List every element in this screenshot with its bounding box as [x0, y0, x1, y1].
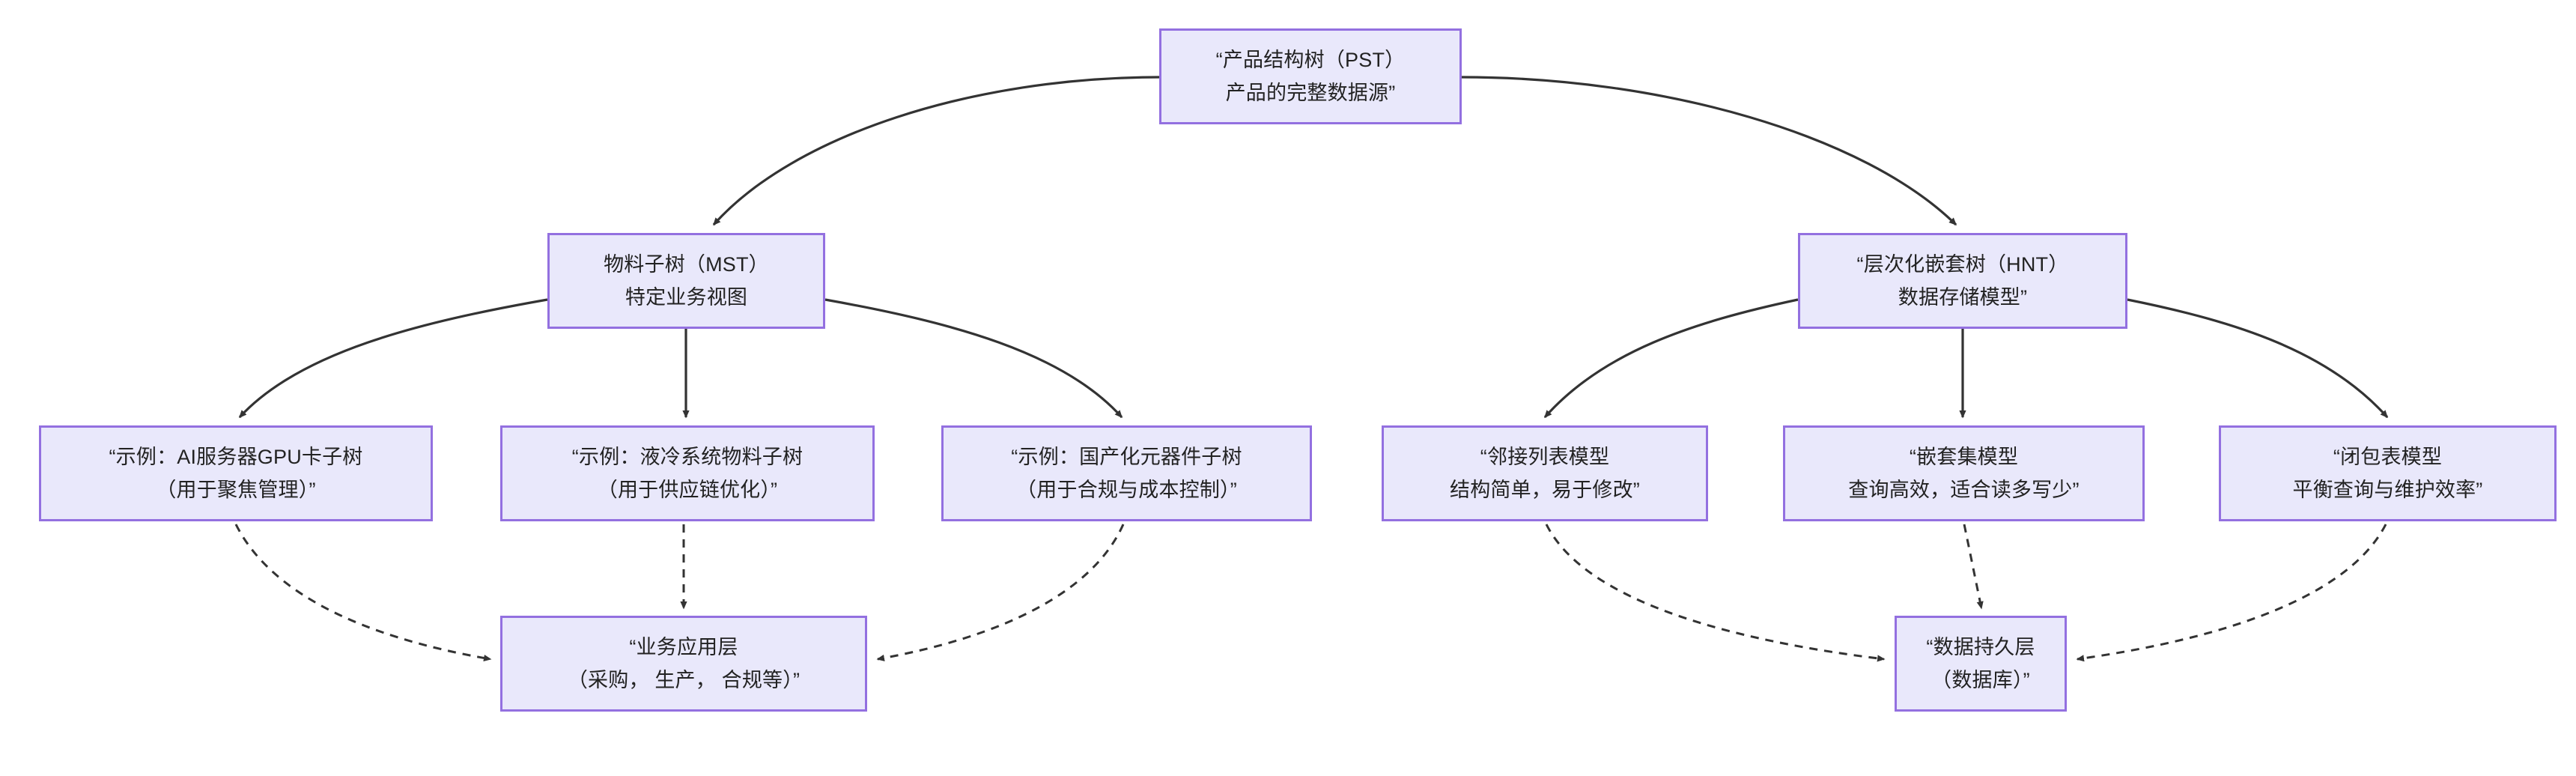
- node-label-line: 平衡查询与维护效率”: [2292, 479, 2483, 501]
- node-example-domestic-component-subtree[interactable]: “示例：国产化元器件子树 （用于合规与成本控制）”: [941, 425, 1312, 521]
- node-label-line: “示例：国产化元器件子树: [1011, 446, 1242, 468]
- edge-nested-set-to-persistence-layer: [1963, 524, 1984, 610]
- node-label-line: “邻接列表模型: [1480, 446, 1610, 468]
- node-label-line: 查询高效，适合读多写少”: [1848, 479, 2080, 501]
- edge-example-gpu-to-business-layer: [234, 524, 492, 662]
- node-label-line: （用于聚焦管理）”: [156, 479, 316, 501]
- edge-example-domestic-to-business-layer: [876, 524, 1125, 661]
- node-example-liquid-cooling-subtree[interactable]: “示例：液冷系统物料子树 （用于供应链优化）”: [500, 425, 875, 521]
- edge-adjacency-to-persistence-layer: [1545, 524, 1886, 662]
- edge-pst-to-hnt: [1461, 76, 1957, 226]
- node-label-line: 特定业务视图: [625, 286, 748, 309]
- node-data-persistence-layer[interactable]: “数据持久层 （数据库）”: [1895, 616, 2067, 712]
- node-label-line: “嵌套集模型: [1909, 446, 2019, 468]
- node-label-line: “闭包表模型: [2333, 446, 2443, 468]
- node-example-ai-server-gpu-subtree[interactable]: “示例：AI服务器GPU卡子树 （用于聚焦管理）”: [39, 425, 433, 521]
- edge-mst-to-example-gpu: [238, 298, 548, 419]
- node-closure-table-model[interactable]: “闭包表模型平衡查询与维护效率”: [2219, 425, 2557, 521]
- node-adjacency-list-model[interactable]: “邻接列表模型结构简单，易于修改”: [1382, 425, 1708, 521]
- edge-closure-to-persistence-layer: [2076, 524, 2387, 662]
- node-business-application-layer[interactable]: “业务应用层 （采购， 生产， 合规等）”: [500, 616, 867, 712]
- node-label-line: （用于合规与成本控制）”: [1016, 479, 1237, 501]
- node-label-line: 结构简单，易于修改”: [1450, 479, 1640, 501]
- node-label-line: “业务应用层: [629, 636, 738, 658]
- node-label-line: “示例：液冷系统物料子树: [571, 446, 804, 468]
- node-hierarchical-nested-tree[interactable]: “层次化嵌套树（HNT） 数据存储模型”: [1798, 233, 2127, 329]
- node-label-line: （用于供应链优化）”: [597, 479, 778, 501]
- edge-pst-to-mst: [712, 76, 1160, 226]
- node-label-line: 数据存储模型”: [1898, 286, 2028, 309]
- node-product-structure-tree[interactable]: “产品结构树（PST） 产品的完整数据源”: [1159, 28, 1462, 124]
- node-label-line: “层次化嵌套树（HNT）: [1856, 253, 2069, 276]
- node-label-line: “产品结构树（PST）: [1215, 49, 1406, 71]
- edge-hnt-to-closure: [2127, 298, 2389, 419]
- node-material-sub-tree[interactable]: 物料子树（MST） 特定业务视图: [547, 233, 825, 329]
- node-label-line: 物料子树（MST）: [604, 253, 769, 276]
- edge-hnt-to-adjacency: [1543, 298, 1799, 419]
- node-nested-set-model[interactable]: “嵌套集模型查询高效，适合读多写少”: [1783, 425, 2145, 521]
- node-label-line: 产品的完整数据源”: [1225, 82, 1396, 104]
- node-label-line: “数据持久层: [1926, 636, 2035, 658]
- node-label-line: “示例：AI服务器GPU卡子树: [109, 446, 363, 468]
- node-label-line: （采购， 生产， 合规等）”: [567, 669, 801, 691]
- edge-mst-to-example-domestic: [824, 298, 1123, 419]
- node-label-line: （数据库）”: [1931, 669, 2030, 691]
